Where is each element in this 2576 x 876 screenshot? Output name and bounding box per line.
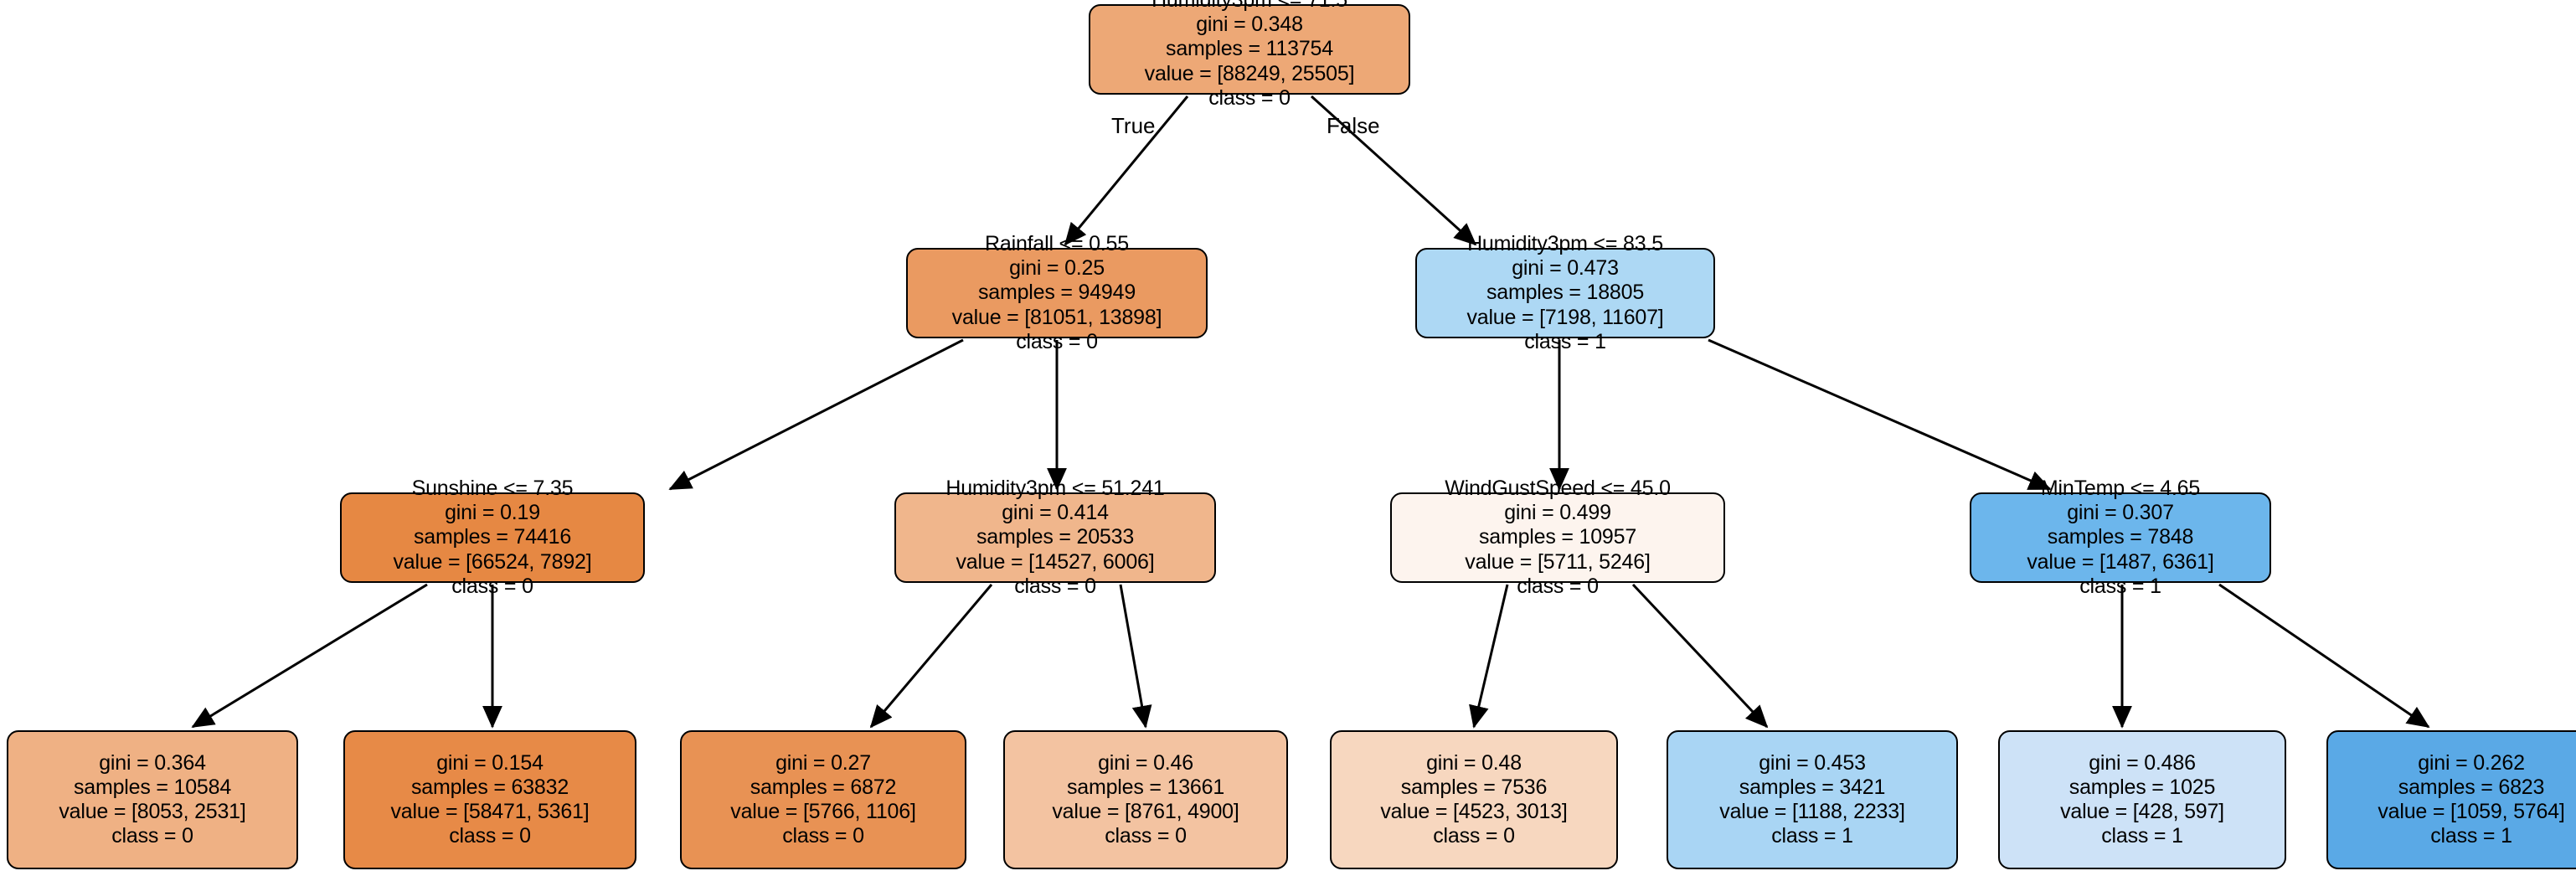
node-line: Humidity3pm <= 51.241	[945, 477, 1165, 501]
node-line: gini = 0.48	[1426, 750, 1522, 775]
node-line: samples = 7848	[2047, 525, 2194, 549]
node-line: class = 0	[1517, 574, 1599, 598]
node-line: class = 0	[1433, 824, 1515, 848]
node-line: samples = 3421	[1739, 775, 1886, 799]
edge-n4-to-n9	[869, 584, 993, 729]
edge-label-false: False	[1327, 113, 1380, 138]
node-line: value = [66524, 7892]	[393, 549, 592, 574]
node-line: class = 1	[2079, 574, 2161, 598]
node-line: gini = 0.27	[775, 750, 871, 775]
node-line: class = 0	[1105, 824, 1187, 848]
node-line: gini = 0.414	[1002, 501, 1109, 525]
node-line: gini = 0.499	[1504, 501, 1611, 525]
node-line: samples = 20533	[976, 525, 1135, 549]
edge-label-true: True	[1111, 113, 1156, 138]
node-line: samples = 1025	[2069, 775, 2216, 799]
node-line: value = [5711, 5246]	[1465, 549, 1651, 574]
node-line: class = 0	[782, 824, 864, 848]
node-line: value = [8053, 2531]	[59, 800, 246, 823]
node-line: gini = 0.262	[2418, 750, 2525, 775]
edge-n5-to-n12	[1631, 583, 1769, 729]
node-line: WindGustSpeed <= 45.0	[1445, 477, 1671, 501]
node-line: samples = 10584	[73, 775, 232, 799]
node-line: class = 0	[1208, 85, 1291, 110]
edge-n3-to-n7	[191, 583, 428, 729]
node-line: class = 0	[1014, 574, 1096, 598]
node-line: samples = 6823	[2398, 775, 2545, 799]
node-line: Humidity3pm <= 83.5	[1467, 232, 1663, 256]
node-line: gini = 0.25	[1009, 256, 1105, 281]
node-line: class = 1	[2101, 824, 2183, 848]
edge-n1-to-n3	[668, 338, 964, 491]
node-line: value = [58471, 5361]	[390, 800, 590, 823]
node-line: class = 1	[1524, 329, 1606, 353]
node-line: samples = 10957	[1478, 525, 1637, 549]
node-line: value = [1487, 6361]	[2027, 549, 2214, 574]
node-line: value = [4523, 3013]	[1380, 800, 1568, 823]
node-line: gini = 0.348	[1196, 13, 1303, 37]
node-line: Humidity3pm <= 71.5	[1151, 0, 1347, 13]
node-line: samples = 113754	[1166, 37, 1333, 61]
node-line: gini = 0.486	[2089, 750, 2196, 775]
node-line: value = [7198, 11607]	[1466, 305, 1664, 329]
edge-n5-to-n11	[1469, 584, 1509, 729]
node-line: value = [5766, 1106]	[730, 800, 916, 823]
node-line: gini = 0.46	[1098, 750, 1193, 775]
edge-n6-to-n14	[2218, 583, 2430, 729]
node-line: class = 0	[111, 824, 193, 848]
node-line: gini = 0.364	[99, 750, 206, 775]
node-line: value = [88249, 25505]	[1144, 61, 1355, 85]
node-line: value = [428, 597]	[2060, 800, 2224, 823]
node-line: samples = 6872	[750, 775, 897, 799]
node-line: class = 0	[451, 574, 533, 598]
node-line: samples = 74416	[413, 525, 572, 549]
node-line: gini = 0.473	[1512, 256, 1619, 281]
node-line: samples = 94949	[977, 281, 1136, 305]
node-line: samples = 63832	[410, 775, 569, 799]
node-line: MinTemp <= 4.65	[2040, 477, 2201, 501]
node-line: Sunshine <= 7.35	[411, 477, 574, 501]
node-line: samples = 13661	[1066, 775, 1225, 799]
node-line: gini = 0.307	[2067, 501, 2174, 525]
node-line: samples = 7536	[1400, 775, 1548, 799]
node-line: value = [8761, 4900]	[1052, 800, 1239, 823]
node-line: class = 0	[1016, 329, 1098, 353]
node-line: samples = 18805	[1486, 281, 1645, 305]
edge-n4-to-n10	[1119, 584, 1152, 729]
node-line: class = 1	[1771, 824, 1853, 848]
node-line: gini = 0.19	[445, 501, 540, 525]
node-line: class = 0	[449, 824, 531, 848]
node-line: value = [1059, 5764]	[2378, 800, 2565, 823]
node-line: gini = 0.154	[436, 750, 544, 775]
node-line: value = [14527, 6006]	[956, 549, 1155, 574]
node-line: gini = 0.453	[1759, 750, 1866, 775]
node-line: class = 1	[2430, 824, 2512, 848]
node-line: value = [81051, 13898]	[951, 305, 1162, 329]
node-line: value = [1188, 2233]	[1719, 800, 1905, 823]
edge-n2-to-n6	[1708, 338, 2052, 491]
node-line: Rainfall <= 0.55	[985, 232, 1129, 256]
